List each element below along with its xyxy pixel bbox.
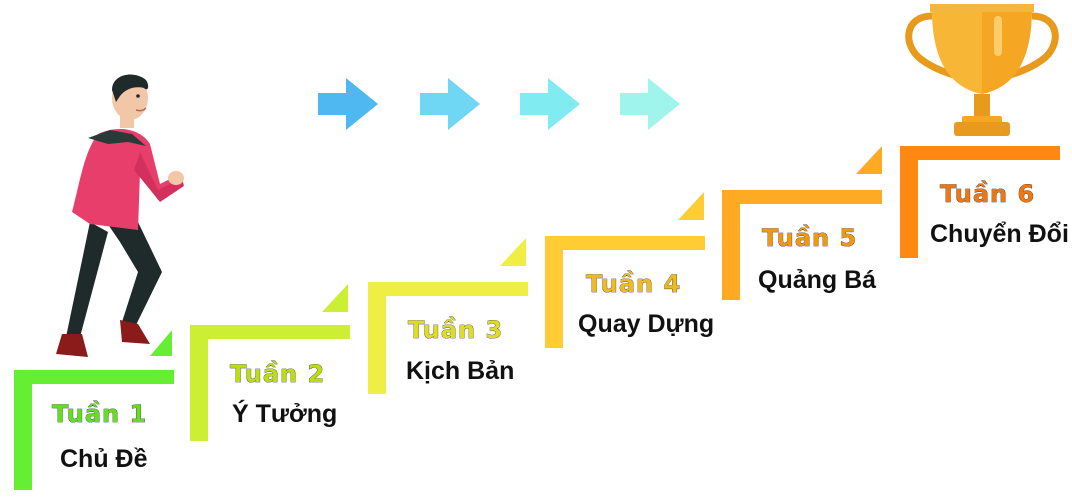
step-3-corner [500,238,526,266]
step-4-week: Tuần 4 [586,270,682,299]
step-4-corner [678,192,704,220]
step-5-topic: Quảng Bá [758,266,877,294]
step-3-topic: Kịch Bản [406,357,515,385]
step-2-shape [190,325,350,441]
right-arrow-icon [420,78,480,130]
step-6-shape [900,146,1060,258]
step-6-week: Tuần 6 [940,180,1036,209]
step-5-corner [856,146,882,174]
right-arrow-icon [520,78,580,130]
step-1-corner [150,330,172,356]
step-1-week: Tuần 1 [52,400,148,429]
step-2-corner [322,284,348,312]
step-1-topic: Chủ Đề [60,445,148,473]
step-4-topic: Quay Dựng [578,310,715,338]
step-6-topic: Chuyển Đổi [930,220,1069,248]
step-5-shape [722,190,882,300]
step-5-week: Tuần 5 [762,224,858,253]
step-2-week: Tuần 2 [230,360,326,389]
step-4-shape [545,236,705,348]
step-3-shape [368,282,528,394]
right-arrow-icon [620,78,680,130]
trophy-icon [905,4,1059,136]
step-2-topic: Ý Tưởng [232,400,338,428]
step-3-week: Tuần 3 [408,316,504,345]
step-1-shape [14,370,174,490]
climbing-man-illustration [56,74,184,357]
right-arrow-icon [318,78,378,130]
